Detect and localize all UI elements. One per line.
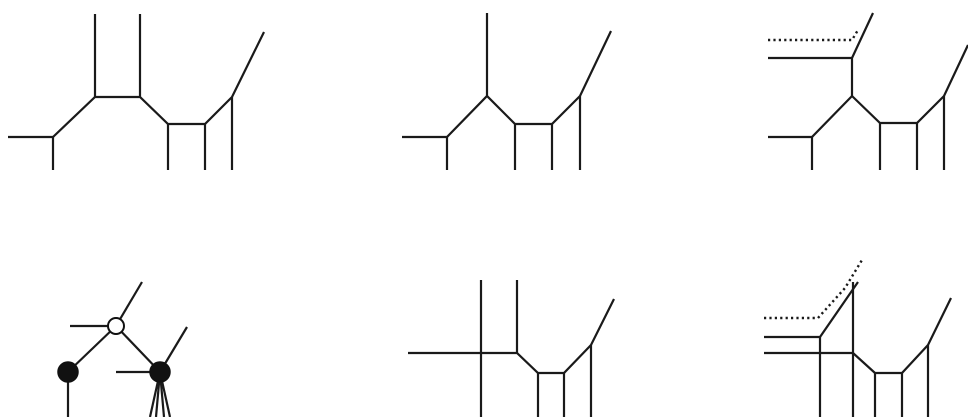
solid-vertex [149,361,171,383]
panel-e-curve [408,280,615,417]
panel-c-curve [768,12,968,170]
panel-a-curve [8,14,265,170]
solid-vertex [57,361,79,383]
panel-d-graph [57,281,188,417]
open-vertex [107,317,125,335]
panel-b-curve [402,13,612,170]
panel-f-curve [764,259,952,417]
